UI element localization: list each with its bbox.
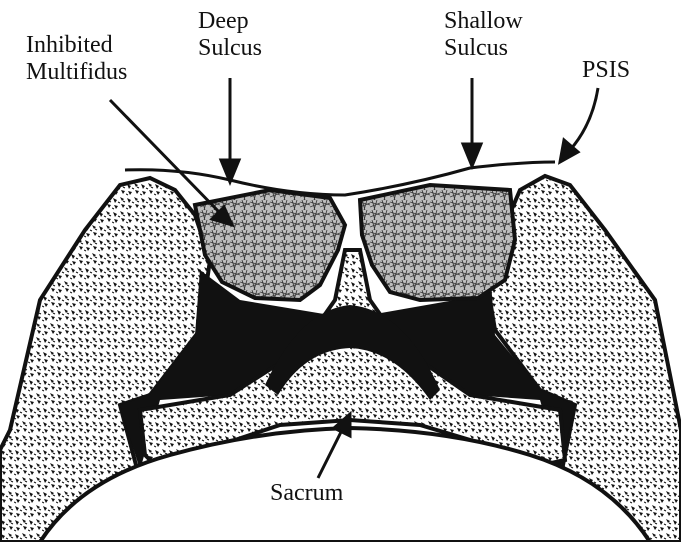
label-psis: PSIS [582,57,630,84]
label-deep-sulcus-line2: Sulcus [198,35,262,62]
right-multifidus [360,185,515,300]
label-inhibited-multifidus: Inhibited Multifidus [26,32,127,86]
label-inhibited-multifidus-line1: Inhibited [26,32,127,59]
arrow-psis [560,88,598,162]
label-shallow-sulcus-line2: Sulcus [444,35,523,62]
label-inhibited-multifidus-line2: Multifidus [26,59,127,86]
arrow-shallow-sulcus [463,78,481,166]
label-deep-sulcus: Deep Sulcus [198,8,262,62]
label-shallow-sulcus: Shallow Sulcus [444,8,523,62]
label-sacrum: Sacrum [270,480,343,507]
label-deep-sulcus-line1: Deep [198,8,262,35]
label-shallow-sulcus-line1: Shallow [444,8,523,35]
arrow-deep-sulcus [221,78,239,182]
